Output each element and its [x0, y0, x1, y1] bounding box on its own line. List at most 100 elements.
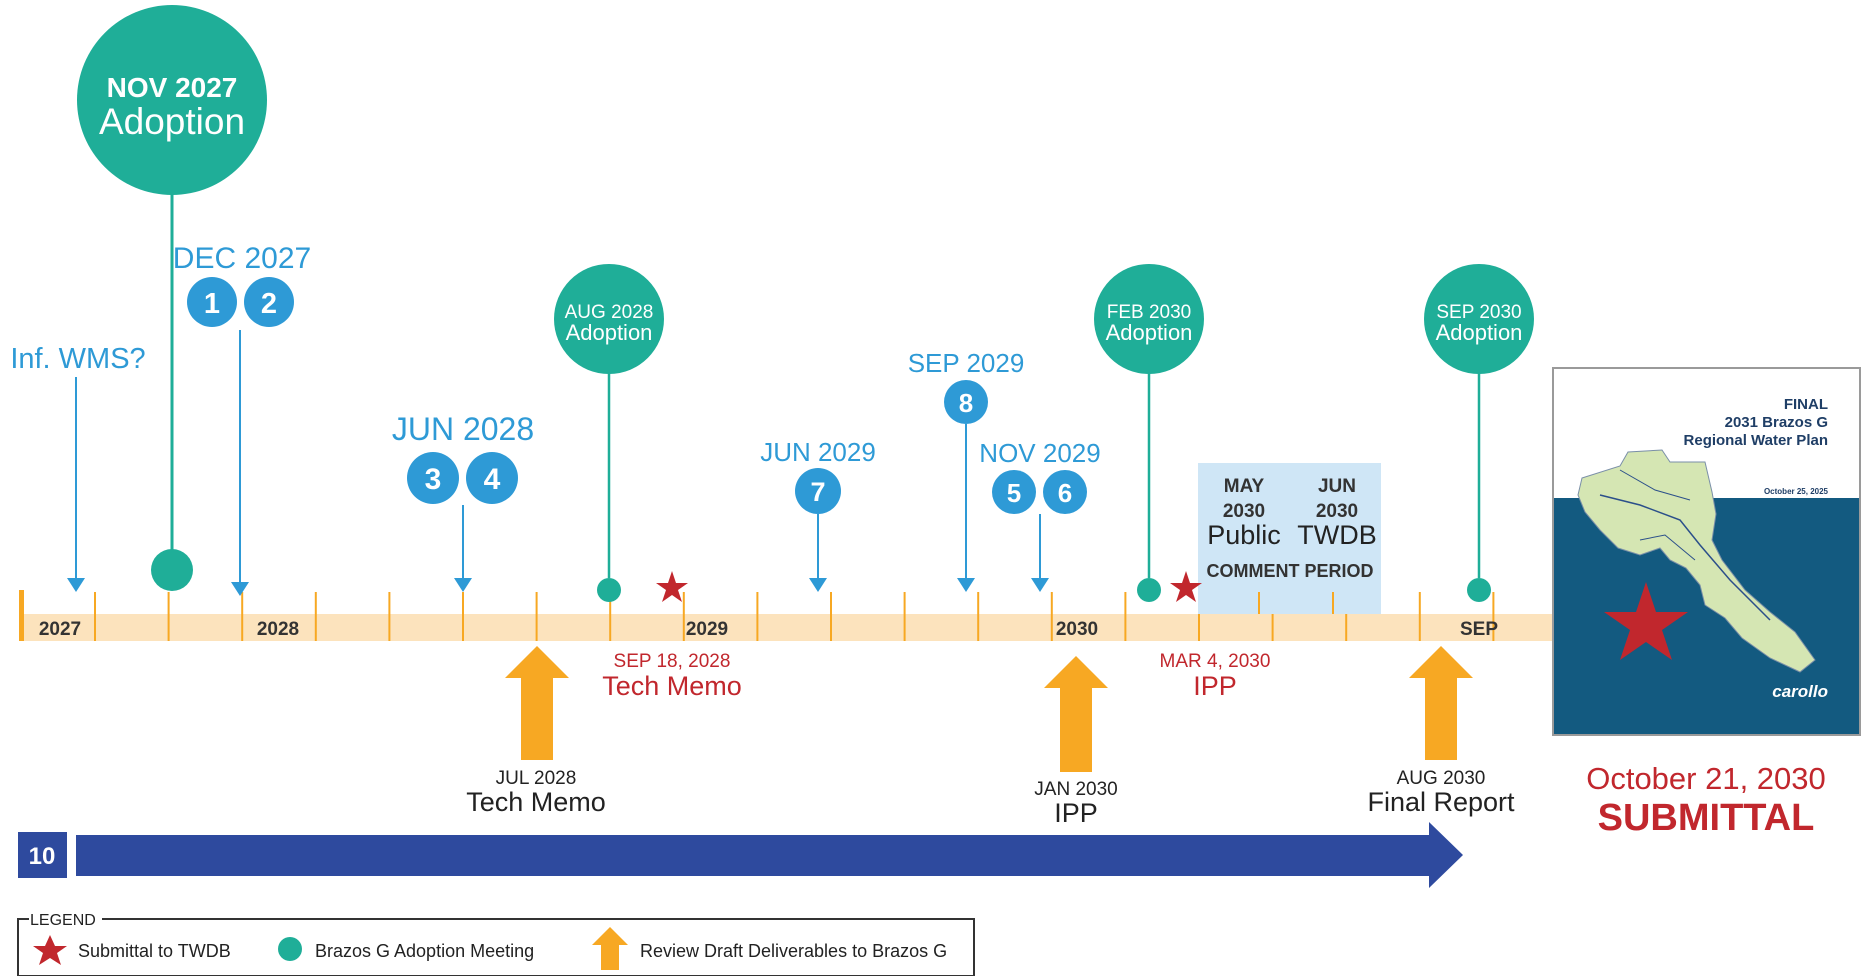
red-star-icon	[33, 935, 67, 965]
number-badge-label: 3	[425, 463, 442, 496]
down-arrow-icon	[231, 582, 249, 596]
number-badge	[992, 470, 1036, 514]
number-badge-label: 5	[1007, 478, 1021, 508]
comment-period-box	[1198, 463, 1381, 614]
report-date: October 25, 2025	[1764, 487, 1829, 496]
down-arrow-icon	[957, 578, 975, 592]
adoption-label: Adoption	[1436, 320, 1523, 345]
report-title-line3: Regional Water Plan	[1684, 432, 1828, 449]
duration-label-box	[18, 832, 67, 878]
submittal-label: Tech Memo	[602, 671, 742, 701]
adoption-meeting-nov-2027: NOV 2027 Adoption	[77, 5, 267, 591]
comment-may-year: 2030	[1223, 501, 1265, 522]
axis-label-sep: SEP	[1460, 619, 1498, 640]
timeline-start-bar	[19, 590, 24, 641]
number-badge	[944, 380, 988, 424]
adoption-meeting-sep-2030: SEP 2030 Adoption	[1424, 264, 1534, 602]
adoption-label: Adoption	[566, 320, 653, 345]
adoption-bubble	[77, 5, 267, 195]
report-map	[1577, 449, 1816, 673]
milestone-jun-2029: JUN 2029 7	[760, 437, 876, 592]
milestone-date: SEP 2029	[908, 348, 1025, 378]
adoption-bubble	[1424, 264, 1534, 374]
orange-arrow-icon	[592, 927, 628, 970]
final-submittal-date: October 21, 2030	[1586, 761, 1826, 796]
orange-arrow-icon	[1044, 656, 1108, 772]
legend-title: LEGEND	[30, 912, 96, 929]
number-badge-label: 6	[1058, 478, 1072, 508]
review-label: Final Report	[1367, 787, 1515, 817]
teal-dot-icon	[1467, 578, 1491, 602]
review-label: Tech Memo	[466, 787, 606, 817]
red-star-icon	[1170, 571, 1202, 602]
adoption-bubble	[1094, 264, 1204, 374]
milestone-date: JUN 2029	[760, 437, 876, 467]
down-arrow-icon	[1031, 578, 1049, 592]
down-arrow-icon	[809, 578, 827, 592]
comment-jun: JUN	[1318, 476, 1356, 497]
milestone-date: JUN 2028	[392, 411, 534, 447]
review-final-report: AUG 2030 Final Report	[1367, 646, 1515, 817]
review-date: JAN 2030	[1034, 779, 1117, 800]
milestone-dec-2027: DEC 2027 1 2	[173, 242, 311, 596]
down-arrow-icon	[454, 578, 472, 592]
red-star-icon	[656, 571, 688, 602]
comment-period: MAY 2030 Public JUN 2030 TWDB COMMENT PE…	[1198, 463, 1381, 614]
review-label: IPP	[1054, 798, 1098, 828]
submittal-tech-memo: SEP 18, 2028 Tech Memo	[602, 571, 742, 701]
review-date: JUL 2028	[496, 768, 577, 789]
submittal-label: IPP	[1193, 671, 1237, 701]
orange-arrow-icon	[1409, 646, 1473, 760]
adoption-meeting-aug-2028: AUG 2028 Adoption	[554, 264, 664, 602]
duration-bar: 10	[18, 822, 1463, 888]
axis-label-2029: 2029	[686, 619, 728, 640]
review-date: AUG 2030	[1397, 768, 1486, 789]
month-ticks	[94, 592, 1495, 641]
number-badge	[407, 452, 459, 504]
submittal-date: SEP 18, 2028	[614, 651, 731, 672]
legend-label: Brazos G Adoption Meeting	[315, 941, 534, 961]
comment-period-label: COMMENT PERIOD	[1206, 561, 1373, 581]
milestone-date: Inf. WMS?	[10, 343, 145, 375]
adoption-date: NOV 2027	[107, 72, 238, 103]
final-submittal-label: SUBMITTAL	[1598, 797, 1815, 839]
comment-may: MAY	[1224, 476, 1265, 497]
legend-label: Submittal to TWDB	[78, 941, 231, 961]
orange-arrow-icon	[505, 646, 569, 760]
adoption-label: Adoption	[1106, 320, 1193, 345]
submittal-date: MAR 4, 2030	[1160, 651, 1271, 672]
down-arrow-icon	[67, 578, 85, 592]
number-badge	[244, 277, 294, 327]
duration-arrow	[76, 822, 1463, 888]
comment-public: Public	[1207, 520, 1281, 550]
duration-label: 10	[29, 843, 56, 870]
number-badge	[795, 468, 841, 514]
legend: LEGEND Submittal to TWDB Brazos G Adopti…	[17, 912, 975, 976]
carollo-logo: carollo	[1772, 682, 1828, 701]
adoption-bubble	[554, 264, 664, 374]
teal-dot-icon	[278, 937, 302, 961]
review-tech-memo: JUL 2028 Tech Memo	[466, 646, 606, 817]
adoption-date: FEB 2030	[1107, 302, 1192, 323]
number-badge-label: 1	[204, 288, 220, 320]
teal-dot-icon	[151, 549, 193, 591]
teal-dot-icon	[1137, 578, 1161, 602]
report-title-line1: FINAL	[1784, 396, 1828, 413]
number-badge	[1043, 470, 1087, 514]
number-badge	[187, 277, 237, 327]
adoption-date: SEP 2030	[1436, 302, 1521, 323]
axis-label-2030: 2030	[1056, 619, 1098, 640]
comment-jun-year: 2030	[1316, 501, 1358, 522]
adoption-label: Adoption	[99, 101, 245, 142]
legend-label: Review Draft Deliverables to Brazos G	[640, 941, 947, 961]
milestone-sep-2029: SEP 2029 8	[908, 348, 1025, 592]
comment-twdb: TWDB	[1297, 520, 1376, 550]
adoption-date: AUG 2028	[565, 302, 654, 323]
number-badge-label: 2	[261, 288, 277, 320]
red-star-icon	[1604, 582, 1688, 660]
axis-label-2027: 2027	[39, 619, 81, 640]
number-badge-label: 7	[810, 477, 825, 507]
submittal-ipp: MAR 4, 2030 IPP	[1160, 571, 1271, 701]
report-title-line2: 2031 Brazos G	[1725, 414, 1828, 431]
